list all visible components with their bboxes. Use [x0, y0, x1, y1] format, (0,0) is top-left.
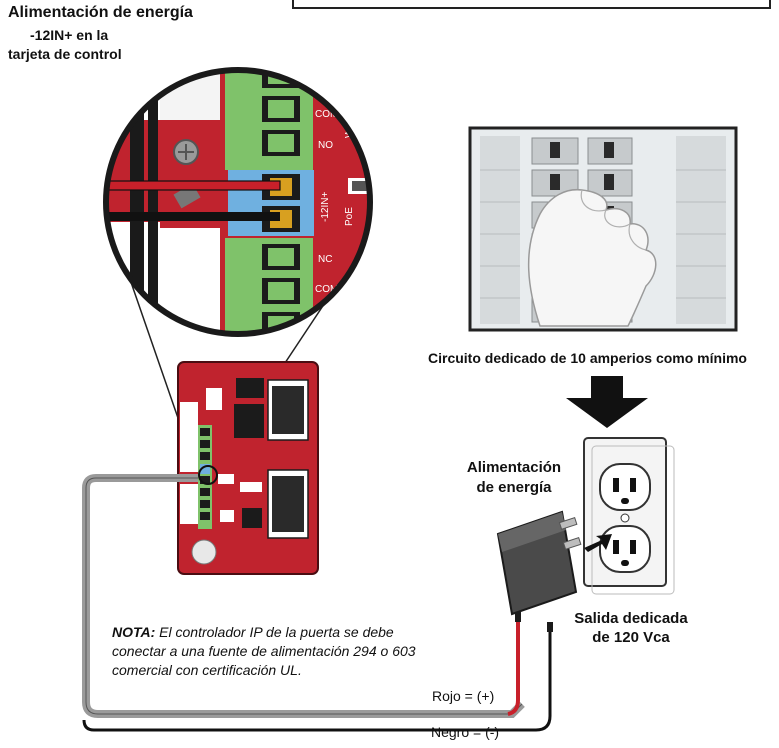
- insert-arrow-icon: [584, 534, 612, 552]
- label-no-top: NO: [318, 140, 333, 151]
- note-text: NOTA: El controlador IP de la puerta se …: [112, 623, 442, 680]
- note-prefix: NOTA:: [112, 624, 156, 640]
- red-wire-label: Rojo = (+): [432, 688, 495, 704]
- down-arrow-icon: [566, 376, 648, 428]
- title-line1: Alimentación de energía: [8, 4, 193, 21]
- black-wire: [82, 630, 552, 732]
- power-supply-label: Alimentación de energía: [458, 458, 570, 498]
- breaker-panel: [468, 126, 738, 332]
- outlet-label-line2: de 120 Vca: [592, 629, 670, 646]
- label-input: -12IN+: [320, 192, 331, 222]
- outlet-label-line1: Salida dedicada: [574, 610, 688, 627]
- label-pse: PSE1: [372, 188, 383, 214]
- red-wire: [507, 620, 520, 716]
- power-supply-label-line2: de energía: [476, 479, 552, 496]
- label-no-bottom: NO: [318, 314, 333, 325]
- black-wire-label: Negro = (-): [431, 724, 500, 740]
- wall-outlet: [583, 437, 675, 595]
- outlet-label: Salida dedicada de 120 Vca: [572, 609, 690, 647]
- magnifier-view: [106, 70, 370, 334]
- label-com-bottom: COM: [315, 284, 338, 295]
- label-nc-top: NC: [318, 80, 332, 91]
- control-board: [177, 361, 319, 575]
- black-wire-terminal: [106, 212, 280, 221]
- circuit-label: Circuito dedicado de 10 amperios como mí…: [428, 350, 747, 366]
- power-supply-label-line1: Alimentación: [466, 459, 562, 476]
- red-wire-terminal: [106, 180, 281, 191]
- hand-icon: [527, 188, 657, 327]
- title-line3: tarjeta de control: [8, 46, 122, 62]
- label-dry: DRY: [347, 269, 358, 290]
- top-frame: [292, 0, 771, 9]
- note-body: El controlador IP de la puerta se debe c…: [112, 624, 416, 678]
- magnifier-ring: [103, 67, 373, 337]
- label-nc-bottom: NC: [318, 254, 332, 265]
- label-poe: PoE: [344, 207, 355, 226]
- title-line2: -12IN+ en la: [30, 27, 109, 43]
- label-com-top: COM: [315, 109, 338, 120]
- power-adapter: [496, 510, 582, 616]
